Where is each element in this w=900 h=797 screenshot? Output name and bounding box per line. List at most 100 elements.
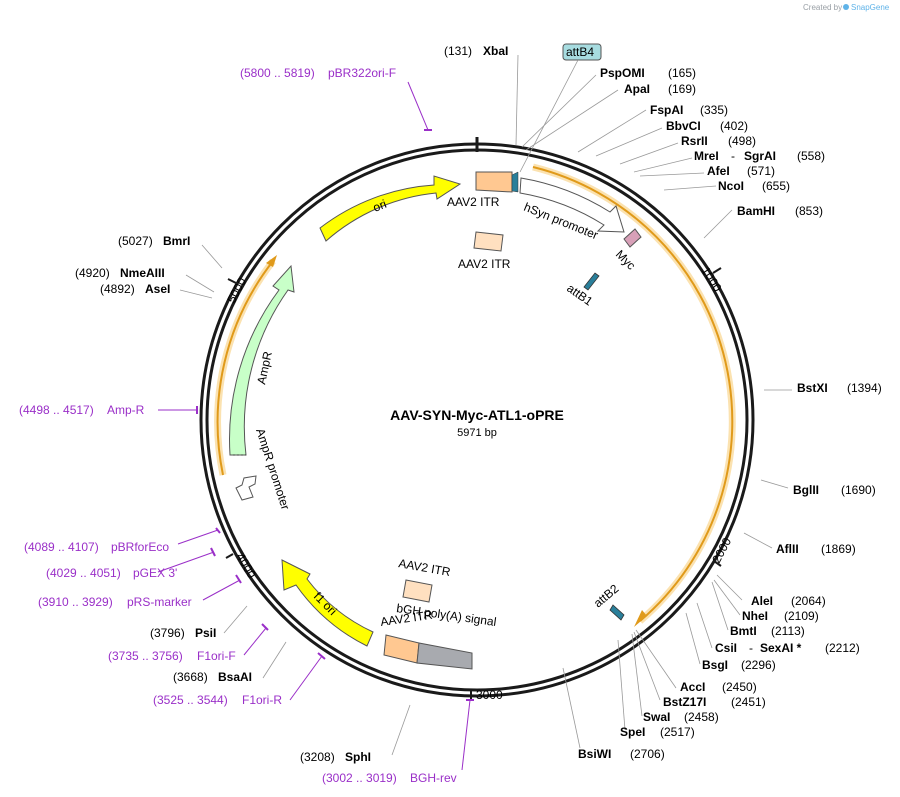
site-psii-name[interactable]: PsiI: [195, 626, 216, 640]
site-pspomi-name[interactable]: PspOMI: [600, 66, 645, 80]
aav2-itr-bottom1-label: AAV2 ITR: [397, 556, 451, 579]
aav2-itr-bottom-small-feature[interactable]: [402, 579, 433, 603]
primer-leader-pgex3: [157, 551, 215, 573]
site-aflii-pos: (1869): [821, 542, 856, 556]
primer-pbr322ori-f-range: (5800 .. 5819): [240, 66, 315, 80]
primer-pbrforeco-name[interactable]: pBRforEco: [111, 540, 169, 554]
primer-pgex3-range: (4029 .. 4051): [46, 566, 121, 580]
primer-leader-pbr322ori-f: [407, 81, 429, 131]
site-nmeaiii-name[interactable]: NmeAIII: [120, 266, 165, 280]
site-bsiwi-name[interactable]: BsiWI: [578, 747, 611, 761]
aav2-itr-inner-label: AAV2 ITR: [458, 257, 511, 271]
myc-label: Myc: [613, 247, 638, 272]
site-bbvci-name[interactable]: BbvCI: [666, 119, 701, 133]
site-fspai-name[interactable]: FspAI: [650, 103, 683, 117]
site-bsgi-pos: (2296): [741, 658, 776, 672]
leader-nhei: [713, 579, 741, 616]
site-rsrii-name[interactable]: RsrII: [681, 134, 708, 148]
site-bsaai-name[interactable]: BsaAI: [218, 670, 252, 684]
site-bsaai-pos: (3668): [173, 670, 208, 684]
aav2-itr-bottom-feature[interactable]: [383, 634, 420, 664]
aav2-itr-top-feature[interactable]: [475, 171, 513, 193]
leader-psii: [223, 605, 248, 634]
site-csii-name[interactable]: CsiI: [715, 641, 737, 655]
hsyn-promoter-feature[interactable]: [519, 177, 625, 233]
primer-leader-f1ori-f: [243, 627, 267, 656]
site-acci-name[interactable]: AccI: [680, 680, 705, 694]
site-sgrai-name[interactable]: SgrAI: [744, 149, 776, 163]
ampr-feature[interactable]: [229, 264, 295, 456]
primer-mark-f1ori-r: [317, 652, 326, 660]
ampr-promoter-feature[interactable]: [235, 475, 257, 501]
leader-pspomi: [521, 74, 597, 148]
leader-bsgi: [685, 612, 701, 665]
site-mrei-pos: (558): [797, 149, 825, 163]
attb1-feature[interactable]: [583, 272, 600, 291]
site-bglii-name[interactable]: BglII: [793, 483, 819, 497]
tick-mark-4000: [225, 553, 234, 559]
site-bmti-name[interactable]: BmtI: [730, 624, 757, 638]
primer-mark-pgex3: [210, 547, 216, 557]
myc-feature[interactable]: [623, 228, 642, 248]
leader-nmeaiii: [185, 274, 215, 293]
site-bstxi-name[interactable]: BstXI: [797, 381, 828, 395]
site-bsgi-name[interactable]: BsgI: [702, 658, 728, 672]
site-apai-pos: (169): [668, 82, 696, 96]
site-xbai-name[interactable]: XbaI: [483, 44, 508, 58]
site-fspai-pos: (335): [700, 103, 728, 117]
aav2-itr-inner-feature[interactable]: [473, 231, 504, 252]
leader-bsaai: [262, 641, 287, 679]
site-bmri-name[interactable]: BmrI: [163, 234, 190, 248]
leader-bbvci: [595, 127, 663, 157]
site-bmti-pos: (2113): [771, 624, 805, 638]
site-bstz17i-name[interactable]: BstZ17I: [663, 695, 706, 709]
site-sphi-pos: (3208): [300, 750, 335, 764]
site-nhei-pos: (2109): [784, 609, 819, 623]
leader-afei: [639, 172, 705, 177]
tick-mark-2000: [713, 560, 722, 567]
tick-mark-5000: [227, 278, 237, 284]
site-alei-name[interactable]: AleI: [751, 594, 773, 608]
leader-rsrii: [619, 142, 679, 165]
credit-brand: SnapGene: [851, 3, 890, 12]
leader-sphi: [391, 704, 411, 756]
attb2-feature[interactable]: [609, 604, 625, 621]
site-psii-pos: (3796): [150, 626, 185, 640]
primer-prs-marker-name[interactable]: pRS-marker: [127, 595, 192, 609]
attb4-marker[interactable]: [511, 171, 519, 193]
site-bglii-pos: (1690): [841, 483, 876, 497]
primer-leader-bgh-rev: [461, 699, 471, 771]
primer-pgex3-name[interactable]: pGEX 3': [133, 566, 177, 580]
site-swai-pos: (2458): [684, 710, 719, 724]
credit-prefix: Created by: [803, 3, 842, 12]
ori-feature[interactable]: [319, 175, 462, 242]
f1-ori-feature[interactable]: [281, 559, 374, 647]
site-sphi-name[interactable]: SphI: [345, 750, 371, 764]
site-nhei-name[interactable]: NheI: [742, 609, 768, 623]
site-ncoi-pos: (655): [762, 179, 790, 193]
site-mrei-name[interactable]: MreI: [694, 149, 719, 163]
site-bamhi-name[interactable]: BamHI: [737, 204, 775, 218]
primer-f1ori-f-name[interactable]: F1ori-F: [197, 649, 236, 663]
leader-mrei: [633, 157, 693, 173]
site-afei-name[interactable]: AfeI: [707, 164, 730, 178]
site-sexai-name[interactable]: SexAI *: [760, 641, 802, 655]
site-apai-name[interactable]: ApaI: [624, 82, 650, 96]
site-asei-name[interactable]: AseI: [145, 282, 170, 296]
tick-mark-1000: [712, 267, 722, 274]
attb4-badge[interactable]: [562, 43, 602, 61]
leader-aflii: [743, 532, 773, 549]
primer-amp-r-name[interactable]: Amp-R: [107, 403, 145, 417]
site-spei-name[interactable]: SpeI: [620, 725, 645, 739]
primer-f1ori-r-name[interactable]: F1ori-R: [242, 693, 282, 707]
site-xbai-pos: (131): [444, 44, 472, 58]
primer-pbr322ori-f-name[interactable]: pBR322ori-F: [328, 66, 396, 80]
site-bbvci-pos: (402): [720, 119, 748, 133]
site-swai-name[interactable]: SwaI: [643, 710, 670, 724]
site-aflii-name[interactable]: AflII: [776, 542, 799, 556]
site-ncoi-name[interactable]: NcoI: [718, 179, 744, 193]
aav2-itr-top-label: AAV2 ITR: [447, 195, 500, 209]
attb2-label: attB2: [591, 581, 622, 610]
primer-bgh-rev-name[interactable]: BGH-rev: [410, 771, 457, 785]
bgh-polya-feature[interactable]: [416, 642, 473, 670]
